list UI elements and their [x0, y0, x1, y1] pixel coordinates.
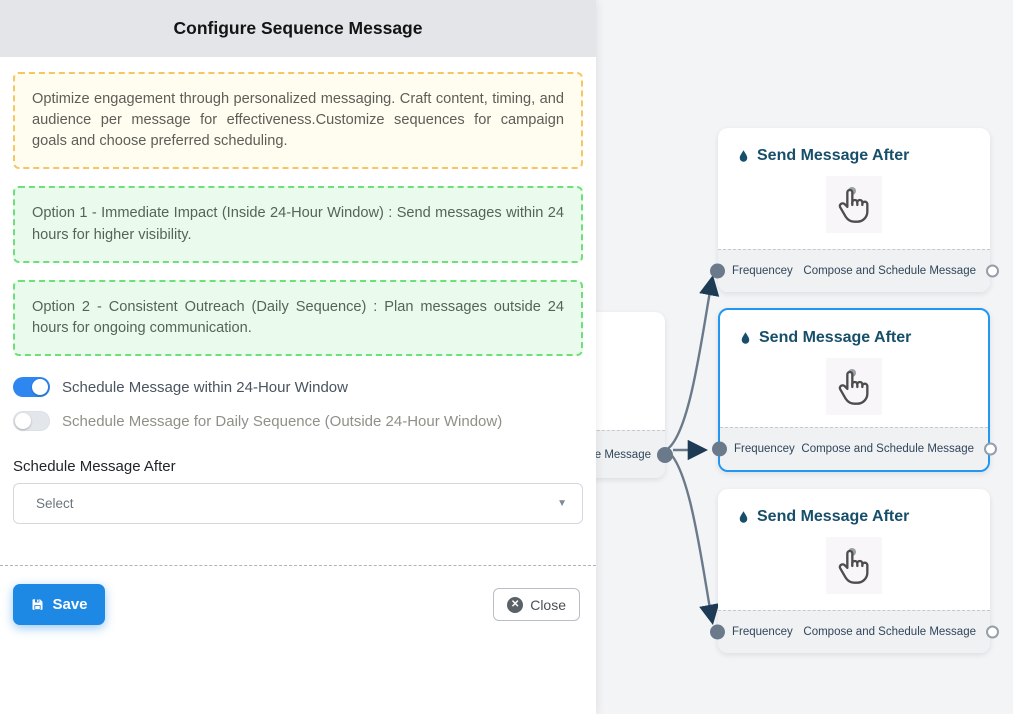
toggle-24hr-label: Schedule Message within 24-Hour Window [62, 378, 348, 396]
node-title-text: Send Message After [759, 329, 912, 346]
select-value: Select [36, 496, 74, 512]
edge-to-node-1 [665, 274, 720, 452]
node-output-handle[interactable] [984, 442, 997, 456]
page-title: Configure Sequence Message [0, 0, 596, 57]
save-icon [32, 599, 43, 610]
toggle-row-daily: Schedule Message for Daily Sequence (Out… [13, 411, 583, 432]
toggle-24hr-window[interactable] [13, 377, 50, 398]
flow-node-send-message-3[interactable]: Send Message After [710, 489, 999, 653]
toggle-knob [32, 379, 48, 396]
node-output-handle[interactable] [657, 446, 673, 463]
close-icon: ✕ [507, 596, 524, 613]
node-compose-label[interactable]: Compose and Schedule Message [803, 265, 976, 277]
info-box: Optimize engagement through personalized… [13, 72, 583, 170]
chevron-down-icon: ▼ [557, 498, 567, 510]
flow-node-send-message-2[interactable]: Send Message After [712, 308, 997, 472]
node-input-handle[interactable] [710, 624, 725, 640]
node-title: Send Message After [718, 128, 990, 165]
footer-divider [0, 565, 596, 567]
node-title: Send Message After [720, 310, 988, 347]
water-drop-icon [741, 331, 750, 344]
node-compose-label[interactable]: Compose and Schedule Message [801, 443, 974, 455]
hand-click-icon [826, 176, 882, 233]
node-footer: Frequencey Compose and Schedule Message [710, 610, 999, 653]
option1-box: Option 1 - Immediate Impact (Inside 24-H… [13, 186, 583, 263]
node-title: Send Message After [718, 489, 990, 526]
toggle-daily-sequence[interactable] [13, 411, 50, 432]
node-input-handle[interactable] [710, 263, 725, 279]
node-output-handle[interactable] [986, 264, 999, 278]
node-title-text: Send Message After [757, 508, 910, 525]
edge-to-node-3 [665, 448, 720, 626]
schedule-after-select[interactable]: Select ▼ [13, 483, 583, 525]
toggle-daily-label: Schedule Message for Daily Sequence (Out… [62, 412, 503, 430]
water-drop-icon [739, 510, 748, 523]
node-frequency-label[interactable]: Frequencey [732, 265, 793, 277]
flow-node-send-message-1[interactable]: Send Message After [710, 128, 999, 292]
node-output-handle[interactable] [986, 625, 999, 639]
node-footer: Frequencey Compose and Schedule Message [710, 249, 999, 292]
toggle-row-24hr: Schedule Message within 24-Hour Window [13, 377, 583, 398]
schedule-after-label: Schedule Message After [13, 458, 176, 476]
save-label: Save [52, 596, 88, 614]
configure-sequence-panel: Configure Sequence Message Optimize enga… [0, 0, 596, 626]
hand-click-icon [826, 358, 882, 415]
node-compose-label[interactable]: Compose and Schedule Message [803, 626, 976, 638]
hand-click-icon [826, 537, 882, 594]
node-title-text: Send Message After [757, 147, 910, 164]
node-frequency-label[interactable]: Frequencey [732, 626, 793, 638]
toggle-knob [15, 413, 31, 430]
node-input-handle[interactable] [712, 441, 727, 457]
close-label: Close [530, 596, 566, 613]
save-button[interactable]: Save [13, 584, 105, 626]
node-footer: Frequencey Compose and Schedule Message [712, 427, 997, 470]
option2-box: Option 2 - Consistent Outreach (Daily Se… [13, 279, 583, 357]
node-frequency-label[interactable]: Frequencey [734, 443, 795, 455]
water-drop-icon [739, 149, 748, 162]
close-button[interactable]: ✕ Close [493, 588, 580, 622]
